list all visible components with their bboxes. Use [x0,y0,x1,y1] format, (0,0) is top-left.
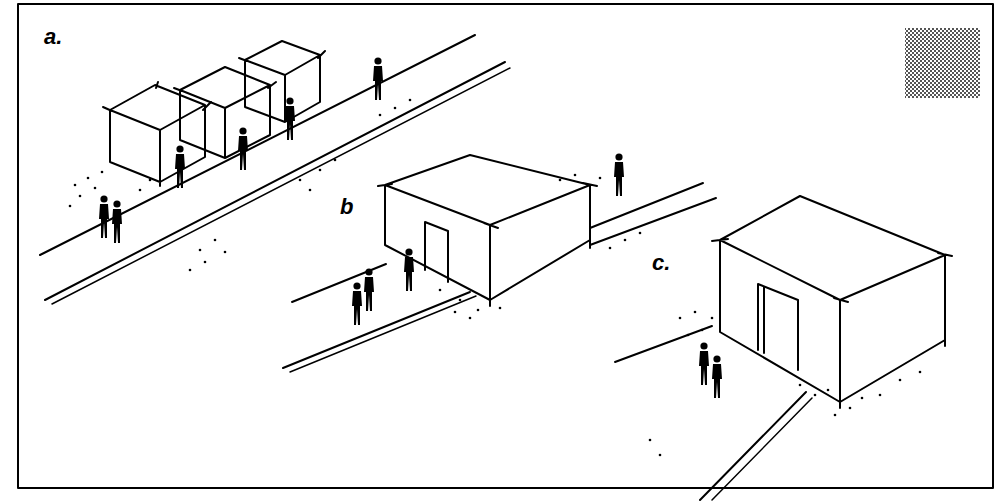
person-figure [285,97,295,140]
tone-swatch [905,28,980,98]
person-figure [112,200,122,243]
road-edge [52,68,510,304]
person-figure [352,282,362,325]
panel-letter: a. [44,26,62,48]
person-figure [404,248,414,291]
road-edge [700,392,806,500]
cube-building [103,82,211,186]
road-edge [590,198,716,245]
road-edge [590,183,703,228]
person-figure [699,342,709,385]
person-figure [175,145,185,188]
person-figure [364,268,374,311]
door-opening [758,284,798,370]
door-opening [425,222,448,282]
person-figure [614,153,624,196]
road-edge [290,296,476,372]
person-figure [373,57,383,100]
road-edge [45,62,505,300]
frame-border [18,4,993,488]
box-building [378,155,597,306]
cube-building [239,41,325,122]
person-figure [99,195,109,238]
ground-stipple [69,99,922,457]
person-figure [712,355,722,398]
panel-letter: b [340,196,353,218]
road-edge [615,326,712,362]
road-edge [712,398,812,500]
person-figure [238,127,248,170]
road-edge [283,292,470,368]
box-building [712,196,952,408]
panel-letter: c. [652,252,670,274]
road-edge [40,35,475,255]
